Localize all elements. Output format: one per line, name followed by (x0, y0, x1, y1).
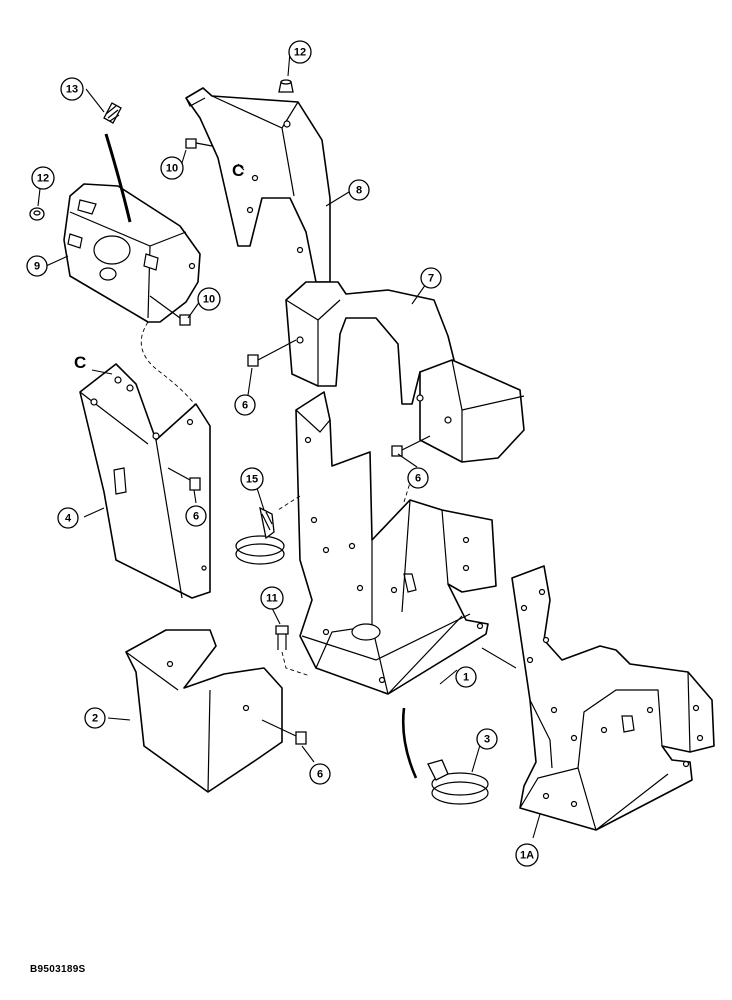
callout-c9: 9 (26, 255, 48, 277)
frame-part-1a (511, 565, 715, 831)
callout-label: 12 (37, 173, 49, 185)
marker-c-mid: C (74, 353, 86, 372)
harness-part-15 (235, 506, 285, 565)
shroud-part-8 (185, 87, 331, 283)
link-1-to-7 (277, 495, 301, 511)
callout-c12b: 12 (31, 166, 55, 190)
callout-c3: 3 (476, 728, 498, 750)
callout-label: 10 (203, 294, 215, 306)
callout-c6b: 6 (407, 467, 429, 489)
cap-part-12-top (278, 79, 294, 93)
callout-label: 6 (242, 400, 248, 412)
callout-c13: 13 (60, 77, 84, 101)
callout-c12a: 12 (288, 40, 312, 64)
callout-c10b: 10 (197, 287, 221, 311)
callout-c2: 2 (84, 707, 106, 729)
callout-label: 6 (317, 769, 323, 781)
callout-c8: 8 (348, 179, 370, 201)
callout-label: 12 (294, 47, 306, 59)
callout-label: 13 (66, 84, 78, 96)
bolt-part-6-on-2 (261, 719, 307, 745)
callout-c1: 1 (455, 666, 477, 688)
callout-c6d: 6 (309, 763, 331, 785)
callouts: 1 1A 2 3 4 6 6 6 6 7 8 9 10 10 11 12 12 13 15 (26, 40, 539, 867)
cover-part-4 (79, 363, 211, 599)
harness-part-3 (401, 647, 517, 805)
callout-label: 8 (356, 185, 362, 197)
frame-part-7 (285, 281, 525, 463)
callout-label: 3 (484, 734, 490, 746)
callout-label: 15 (246, 474, 258, 486)
callout-c1a: 1A (515, 843, 539, 867)
callout-label: 1A (520, 850, 534, 862)
marker-c-top: C (232, 161, 244, 180)
link-9-to-4 (140, 321, 201, 413)
callout-c7: 7 (420, 267, 442, 289)
drawing-reference-code: B9503189S (30, 964, 86, 975)
callout-c6a: 6 (234, 394, 256, 416)
callout-label: 2 (92, 713, 98, 725)
callout-c11: 11 (260, 586, 284, 610)
cover-part-2 (125, 629, 283, 793)
callout-label: 10 (166, 163, 178, 175)
link-1-to-7b (403, 469, 415, 503)
frame-part-1 (295, 391, 497, 695)
callout-label: 11 (266, 593, 278, 605)
callout-label: 9 (34, 261, 40, 273)
callout-label: 7 (428, 273, 434, 285)
callout-c15: 15 (240, 467, 264, 491)
bolt-part-10-lower (149, 295, 191, 326)
cap-part-12-left (29, 207, 45, 221)
bolt-part-6-right-of-7 (391, 435, 431, 457)
callout-label: 1 (463, 672, 469, 684)
callout-label: 4 (65, 513, 72, 525)
cover-part-9 (63, 183, 201, 323)
callout-c10a: 10 (160, 156, 184, 180)
bolt-part-6-on-4 (167, 467, 201, 491)
bolt-part-10-upper (185, 138, 213, 149)
callout-c4: 4 (57, 507, 79, 529)
bolt-part-6-left-of-7 (247, 339, 297, 367)
grip-part-13 (103, 102, 132, 223)
callout-label: 6 (193, 511, 199, 523)
callout-c6c: 6 (185, 505, 207, 527)
callout-label: 6 (415, 473, 421, 485)
bolt-part-11 (275, 625, 311, 677)
